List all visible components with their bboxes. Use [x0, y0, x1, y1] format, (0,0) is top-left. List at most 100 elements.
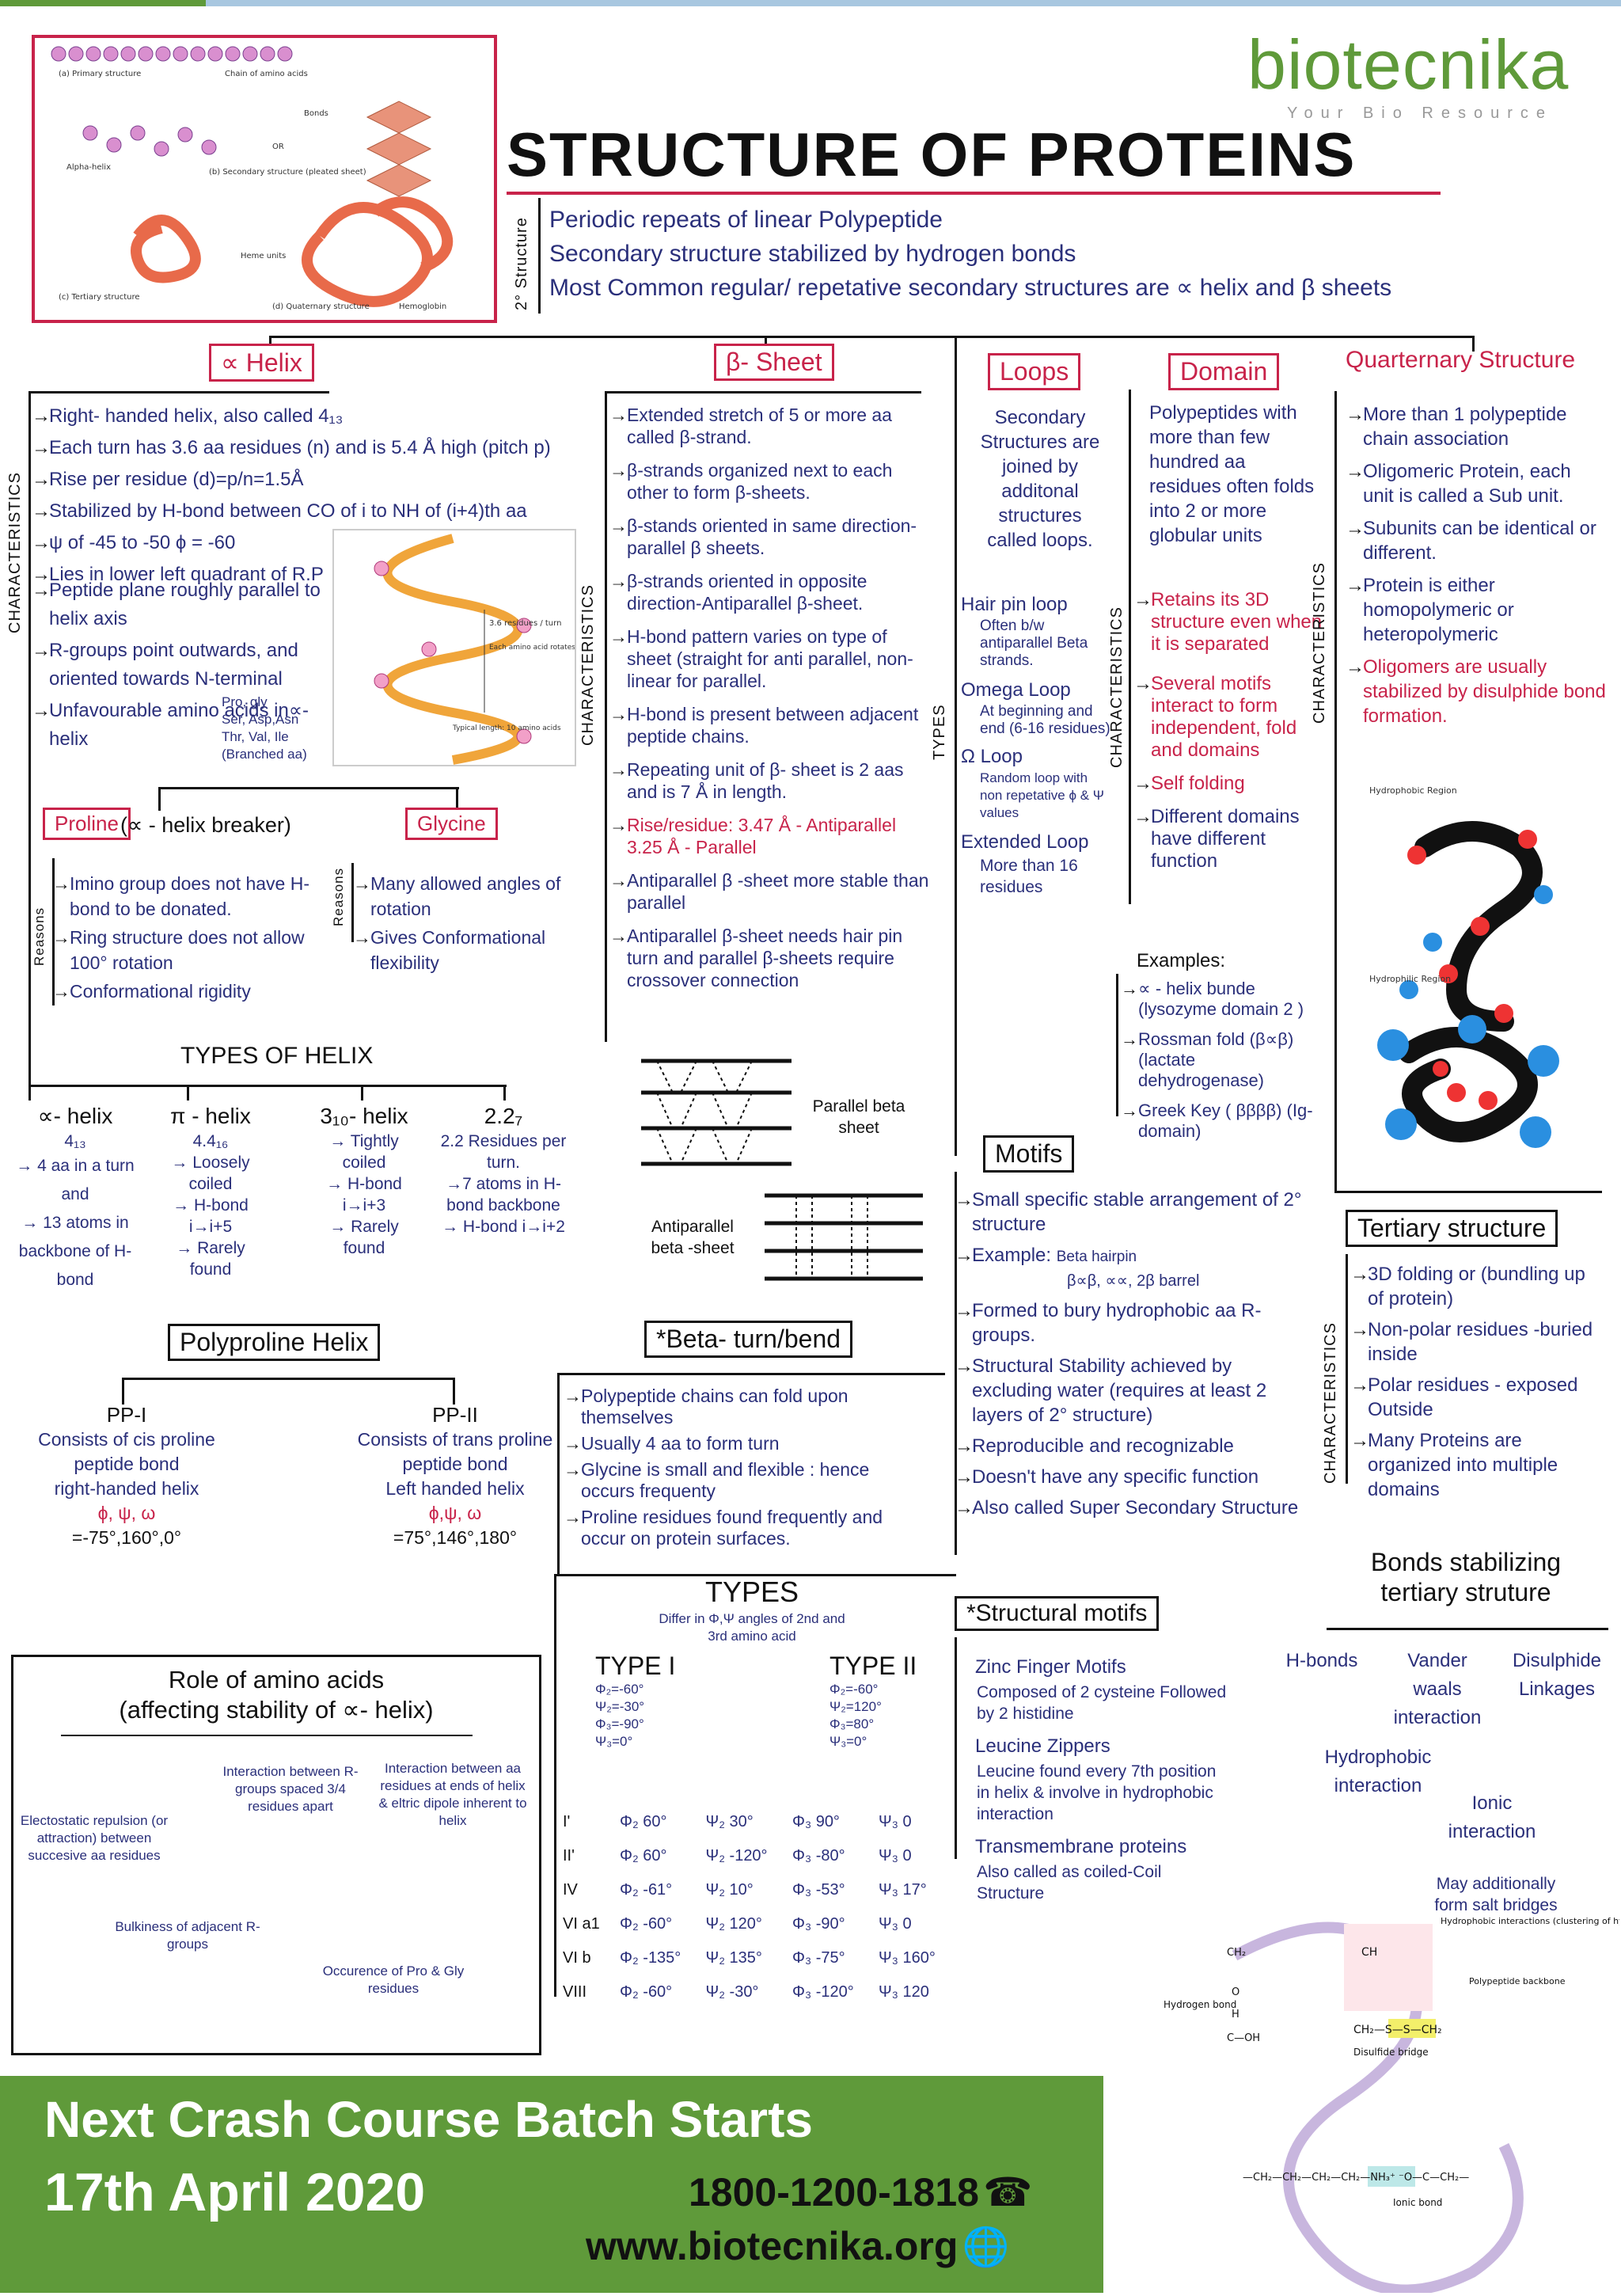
- alpha-point: Peptide plane roughly parallel to helix …: [32, 576, 325, 633]
- pp1-block: PP-I Consists of cis proline peptide bon…: [8, 1403, 245, 1550]
- helix-type-name: ∝- helix: [37, 1104, 113, 1128]
- footer-phone[interactable]: 1800-1200-1818: [689, 2170, 979, 2214]
- pp2-stem: [453, 1378, 455, 1405]
- pp1-line: =-75°,160°,0°: [71, 1527, 182, 1548]
- role-line: [61, 1735, 473, 1736]
- tertiary-heading: Tertiary structure: [1346, 1210, 1558, 1247]
- beta-turn-spine: [557, 1373, 560, 1574]
- svg-text:Alpha-helix: Alpha-helix: [66, 163, 111, 172]
- unfav-item: (Branched aa): [222, 747, 307, 762]
- turn-type-name: IV: [563, 1881, 578, 1899]
- polyproline-line: [122, 1378, 454, 1380]
- role-sub: (affecting stability of ∝- helix): [119, 1696, 434, 1724]
- bonds-heading: Bonds stabilizing tertiary struture: [1370, 1548, 1562, 1606]
- phone-icon: ☎: [983, 2169, 1033, 2215]
- structural-motif-list: Zinc Finger Motifs Composed of 2 cystein…: [959, 1653, 1228, 1904]
- helix-fig-label-1: 3.6 residues / turn: [489, 619, 561, 628]
- type2-val: Φ₂=-60°: [829, 1682, 879, 1697]
- turn-cell: Ψ₂ -30°: [705, 1983, 759, 2001]
- web-block[interactable]: www.biotecnika.org 🌐: [586, 2223, 1009, 2269]
- structural-motifs-spine: [955, 1637, 957, 1859]
- parallel-beta-figure: [641, 1053, 918, 1180]
- secondary-line-1: Periodic repeats of linear Polypeptide: [549, 207, 943, 233]
- svg-text:Chain of amino acids: Chain of amino acids: [225, 70, 308, 78]
- domain-example: Greek Key ( ββββ) (Ig-domain): [1121, 1100, 1319, 1142]
- secondary-side-label: 2° Structure: [513, 217, 530, 310]
- svg-text:C—OH: C—OH: [1227, 2032, 1260, 2044]
- helix-type-line: → 13 atoms in backbone of H- bond: [18, 1214, 132, 1289]
- proline-point: Conformational rigidity: [52, 979, 321, 1004]
- structural-motif-desc: Leucine found every 7th position in heli…: [977, 1762, 1217, 1823]
- hydrophilic-label: Hydrophilic Region: [1369, 974, 1451, 984]
- antiparallel-beta-label: Antiparallel beta -sheet: [651, 1218, 735, 1257]
- helix-type-name: 3₁₀- helix: [320, 1104, 408, 1128]
- turn-cell: Ψ₂ -120°: [705, 1847, 768, 1865]
- turn-cell: Φ₂ -60°: [620, 1983, 673, 2001]
- motif-point: Structural Stability achieved by excludi…: [955, 1354, 1311, 1427]
- proline-suffix: (∝ - helix breaker): [120, 813, 291, 837]
- pp2-line: Consists of trans proline peptide bond: [357, 1429, 553, 1474]
- turn-cell: Φ₂ 60°: [620, 1813, 667, 1830]
- pp2-name: PP-II: [432, 1403, 478, 1427]
- table-row: VIII Φ₂ -60° Ψ₂ -30° Φ₃ -120° Ψ₃ 120: [562, 1975, 958, 2009]
- pp2-block: PP-II Consists of trans proline peptide …: [348, 1403, 562, 1550]
- type1-block: TYPE I Φ₂=-60° Ψ₂=-30° Φ₃=-90° Ψ₃=0°: [595, 1652, 706, 1751]
- tertiary-points: 3D folding or (bundling up of protein) N…: [1350, 1262, 1604, 1505]
- svg-text:—CH₂—CH₂—CH₂—CH₂—NH₃⁺ ⁻O—C—CH₂: —CH₂—CH₂—CH₂—CH₂—NH₃⁺ ⁻O—C—CH₂—: [1243, 2172, 1469, 2184]
- type1-val: Ψ₂=-30°: [595, 1699, 645, 1714]
- phone-block[interactable]: 1800-1200-1818 ☎: [689, 2169, 1032, 2215]
- bonds-line: [1327, 1628, 1608, 1630]
- loop-name: Ω Loop: [961, 746, 1023, 767]
- beta-point: Extended stretch of 5 or more aa called …: [609, 404, 934, 448]
- beta-point: Antiparallel β-sheet needs hair pin turn…: [609, 925, 934, 991]
- footer-website[interactable]: www.biotecnika.org: [586, 2224, 959, 2268]
- gly-branch: [456, 787, 458, 811]
- type1-val: Ψ₃=0°: [595, 1734, 633, 1749]
- globe-icon: 🌐: [962, 2225, 1010, 2269]
- domain-intro: Polypeptides with more than few hundred …: [1149, 402, 1315, 546]
- beta-turn-point: Polypeptide chains can fold upon themsel…: [564, 1386, 920, 1428]
- tick-1: [28, 1085, 31, 1100]
- brand-tagline: Your Bio Resource: [1287, 105, 1554, 122]
- motif-example-red: β∝β, ∝∝, 2β barrel: [1067, 1272, 1200, 1290]
- turn-cell: Ψ₃ 160°: [879, 1949, 936, 1967]
- tick-4: [503, 1085, 506, 1100]
- hydrophobic-label: Hydrophobic Region: [1369, 785, 1457, 796]
- role-box: Role of amino acids (affecting stability…: [11, 1655, 541, 2055]
- pp1-stem: [122, 1378, 124, 1405]
- types-turn-sub: Differ in Φ,Ψ angles of 2nd and 3rd amin…: [659, 1611, 845, 1644]
- turn-cell: Ψ₃ 0: [879, 1813, 912, 1830]
- alpha-helix-figure: 3.6 residues / turn Each amino acid rota…: [332, 529, 614, 766]
- turn-types-table: I' Φ₂ 60° Ψ₂ 30° Φ₃ 90° Ψ₃ 0 II' Φ₂ 60° …: [562, 1805, 958, 2009]
- alpha-point: Rise per residue (d)=p/n=1.5Å: [32, 466, 586, 494]
- bonds-fig-hydrophobic: Hydrophobic interactions (clustering of …: [1441, 1916, 1619, 1926]
- loop-name: Omega Loop: [961, 679, 1071, 701]
- domain-point: Self folding: [1133, 773, 1323, 795]
- brand-logo[interactable]: biotecnika Your Bio Resource: [1247, 25, 1596, 122]
- bonds-figure: CH CH₂ O H C—OH CH₂—S—S—CH₂ —CH₂—CH₂—CH₂…: [1156, 1908, 1621, 2296]
- beta-turn-points: Polypeptide chains can fold upon themsel…: [564, 1386, 920, 1553]
- tick-2: [187, 1085, 189, 1100]
- svg-text:(d) Quaternary structure: (d) Quaternary structure: [272, 302, 370, 311]
- turn-cell: Ψ₃ 17°: [879, 1881, 927, 1899]
- turn-cell: Ψ₃ 0: [879, 1915, 912, 1933]
- motif-points: Small specific stable arrangement of 2° …: [955, 1188, 1311, 1523]
- turn-cell: Ψ₃ 120: [879, 1983, 929, 2001]
- secondary-line-3: Most Common regular/ repetative secondar…: [549, 275, 1392, 301]
- structural-motif-name: Transmembrane proteins: [975, 1836, 1187, 1857]
- domain-examples: ∝ - helix bunde (lysozyme domain 2 ) Ros…: [1121, 979, 1319, 1145]
- secondary-line-2: Secondary structure stabilized by hydrog…: [549, 241, 1076, 267]
- table-row: VI b Φ₂ -135° Ψ₂ 135° Φ₃ -75° Ψ₃ 160°: [562, 1941, 958, 1975]
- secondary-bracket: [538, 198, 541, 314]
- motif-example: Example: Beta hairpin β∝β, ∝∝, 2β barrel: [955, 1243, 1311, 1292]
- bonds-note: May additionally form salt bridges: [1434, 1875, 1558, 1914]
- motif-point: Formed to bury hydrophobic aa R- groups.: [955, 1298, 1311, 1348]
- turn-type-name: I': [563, 1813, 571, 1830]
- glycine-reasons-label: Reasons: [331, 867, 346, 926]
- proline-points: Imino group does not have H-bond to be d…: [52, 871, 321, 1007]
- alpha-point: Right- handed helix, also called 4₁₃: [32, 402, 586, 431]
- bond-item: Vander waals interaction: [1393, 1650, 1482, 1728]
- alpha-helix-heading: ∝ Helix: [209, 344, 314, 382]
- types-turn-spine: [554, 1574, 556, 1997]
- structural-motif-name: Zinc Finger Motifs: [975, 1656, 1126, 1678]
